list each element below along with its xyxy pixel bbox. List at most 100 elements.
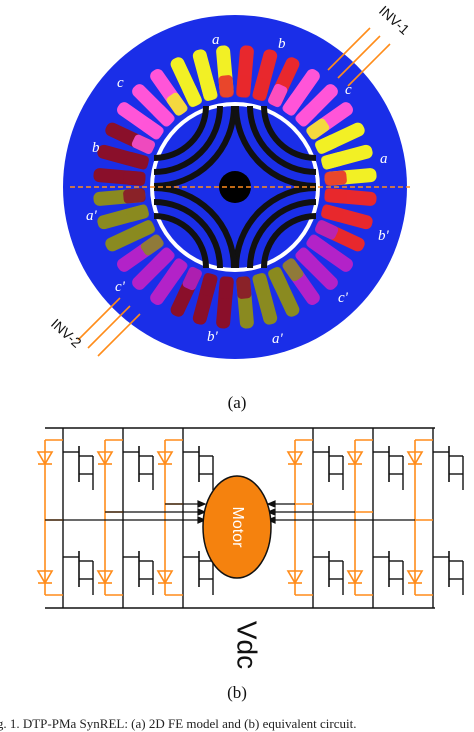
stator-slot [105,220,156,252]
inverter-leg [286,428,344,608]
rotor-flux-barriers [153,105,317,269]
slot-inner-layer [282,92,304,116]
stator-slot [97,144,149,170]
flux-barrier [153,105,223,175]
figure-footer-caption: Fig. 1. DTP-PMa SynREL: (a) 2D FE model … [0,716,357,731]
slot-inner-layer [131,220,156,240]
flux-barrier [153,105,237,189]
phase-labels: a b c a b' c' a' b' c b a' c' [86,32,390,347]
slot-inner-layer [131,134,156,154]
stator-slot [150,69,188,116]
slot-inner-layer [252,273,270,297]
inverter-leg [156,428,214,608]
inv2-feed-lines [77,297,141,357]
stator-slot [268,266,300,317]
slot-inner-layer [236,276,252,299]
slot-inner-layer [236,75,252,98]
caption-a: (a) [227,393,247,412]
slot-inner-layer [123,188,146,204]
phase-label-b-top: b [278,36,286,52]
stator-slot [282,69,320,116]
inv1-label: INV-1 [376,2,413,37]
slot-inner-layer [324,170,347,186]
slot-inner-layer [295,104,318,127]
stator-slot [132,247,175,290]
phase-label-c-left: c [117,75,124,91]
diode-symbol [286,570,304,585]
phase-label-bneg-bottom: b' [207,329,219,345]
stator-slot [268,57,300,108]
slot-inner-layer [252,77,270,101]
slot-inner-layer [125,204,149,222]
stator-slot [314,122,365,154]
phase-label-b-left: b [92,140,100,156]
diode-symbol [156,570,174,585]
diode-symbol [156,451,174,466]
stator-slot [93,188,146,206]
flux-barrier [153,105,209,161]
slot-inner-layer [218,75,234,98]
inv2-label: INV-2 [48,315,85,350]
diode-symbol [286,451,304,466]
stator-slots [93,45,377,329]
stator-slot [324,168,377,186]
slot-inner-layer [182,83,202,108]
stator-slot [324,188,377,206]
stator-slot [321,144,373,170]
slot-inner-layer [314,220,339,240]
stator-slot [192,273,218,325]
stator-slot [97,204,149,230]
stator-slot [216,45,234,98]
stator-slot [282,258,320,305]
stator-slot [105,122,156,154]
inverter-leg [406,428,464,608]
stator-slot [150,258,188,305]
diode-symbol [36,451,54,466]
caption-b: (b) [227,683,247,702]
diode-symbol [406,570,424,585]
phase-label-aneg-bottom: a' [272,331,284,347]
stator-slot [306,102,353,140]
stator-slot [170,266,202,317]
slot-inner-layer [123,170,146,186]
stator-slot [93,168,146,186]
phase-label-c-top: c [345,82,352,98]
motor-ellipse [202,475,272,579]
phase-label-cneg-left: c' [115,279,126,295]
flux-barrier [153,185,237,269]
slot-inner-layer [200,273,218,297]
phase-wires [45,500,415,524]
equivalent-circuit: Motor Vdc [36,427,464,669]
flux-barrier [247,105,317,175]
diode-symbol [346,451,364,466]
motor-cross-section: INV-1 INV-2 a b c a b' c' a' b' c b a' c… [48,2,413,359]
stator-slot [295,247,338,290]
stator-slot [170,57,202,108]
flux-barrier [153,199,223,269]
slot-inner-layer [282,258,304,282]
slot-inner-layer [268,83,288,108]
stator-slot [321,204,373,230]
phase-label-a-right: a [380,151,388,167]
diode-symbol [406,451,424,466]
stator-slot [117,234,164,272]
slot-inner-layer [166,92,188,116]
inverter-leg [96,428,154,608]
stator-slot [236,276,254,329]
slot-inner-layer [152,247,175,270]
diode-symbol [96,451,114,466]
inverter-leg [346,428,404,608]
slot-inner-layer [314,134,339,154]
flux-barrier [153,213,209,269]
slot-inner-layer [200,77,218,101]
phase-label-a-top: a [212,32,220,48]
slot-inner-layer [306,234,330,256]
diode-symbol [96,570,114,585]
phase-label-cneg-right: c' [338,290,349,306]
flux-barrier [261,105,317,161]
stator-slot [117,102,164,140]
stator-slot [216,276,234,329]
stator-slot [314,220,365,252]
slot-inner-layer [295,247,318,270]
